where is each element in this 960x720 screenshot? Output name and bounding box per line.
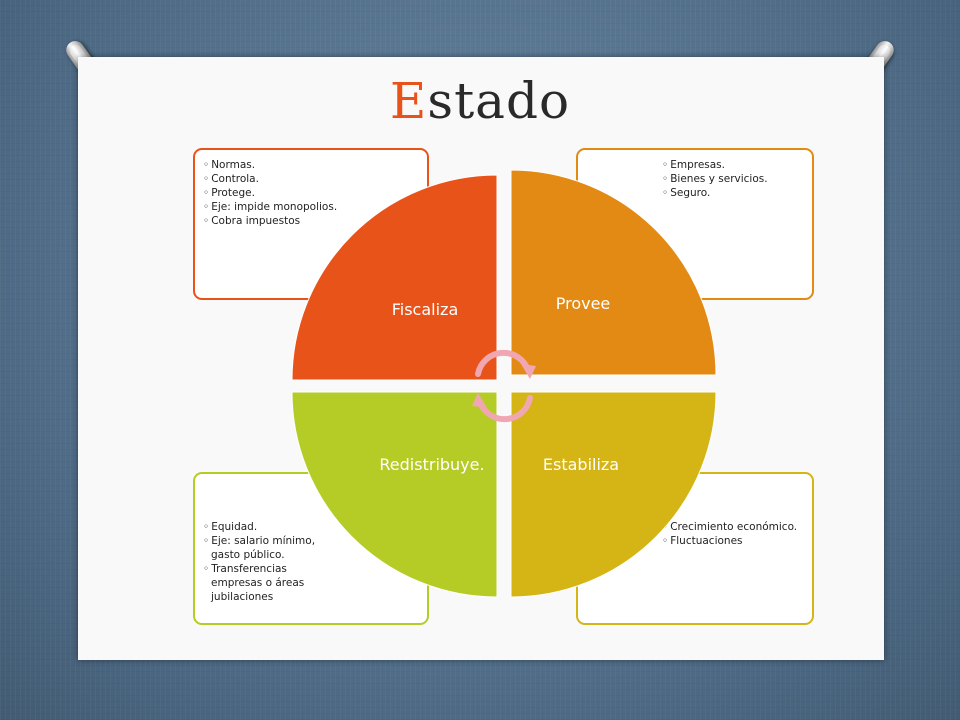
list-item: Protege. <box>203 186 373 200</box>
list-item: Eje: salario mínimo, gasto público. <box>203 534 339 562</box>
title-first-letter: E <box>389 72 428 130</box>
list-item: Fluctuaciones <box>662 534 812 548</box>
list-item: Cobra impuestos <box>203 214 373 228</box>
list-item: Normas. <box>203 158 373 172</box>
redistribuye-quadrant <box>291 391 498 598</box>
provee-notes-list: Empresas. Bienes y servicios. Seguro. <box>662 158 812 200</box>
list-item: Controla. <box>203 172 373 186</box>
arrowhead-icon <box>521 364 536 379</box>
fiscaliza-notes-list: Normas. Controla. Protege. Eje: impide m… <box>203 158 373 228</box>
list-item: Seguro. <box>662 186 812 200</box>
redistribuye-label: Redistribuye. <box>379 455 484 474</box>
list-item: Empresas. <box>662 158 812 172</box>
provee-quadrant <box>510 169 717 376</box>
fiscaliza-quadrant <box>291 174 498 381</box>
title-rest: stado <box>427 72 571 130</box>
estabiliza-quadrant <box>510 391 717 598</box>
slide-title: Estado <box>0 72 960 130</box>
redistribuye-notes-list: Equidad. Eje: salario mínimo, gasto públ… <box>203 520 339 604</box>
list-item: Bienes y servicios. <box>662 172 812 186</box>
fiscaliza-label: Fiscaliza <box>392 300 459 319</box>
list-item: Equidad. <box>203 520 339 534</box>
list-item: Transferencias empresas o áreas jubilaci… <box>203 562 339 604</box>
list-item: Crecimiento económico. <box>662 520 812 534</box>
arrowhead-icon <box>472 393 487 408</box>
estabiliza-notes-list: Crecimiento económico. Fluctuaciones <box>662 520 812 548</box>
provee-notes-card: Empresas. Bienes y servicios. Seguro. <box>576 148 814 300</box>
estabiliza-label: Estabiliza <box>543 455 619 474</box>
cycle-arrows-icon <box>475 349 533 423</box>
provee-label: Provee <box>556 294 611 313</box>
list-item: Eje: impide monopolios. <box>203 200 373 214</box>
